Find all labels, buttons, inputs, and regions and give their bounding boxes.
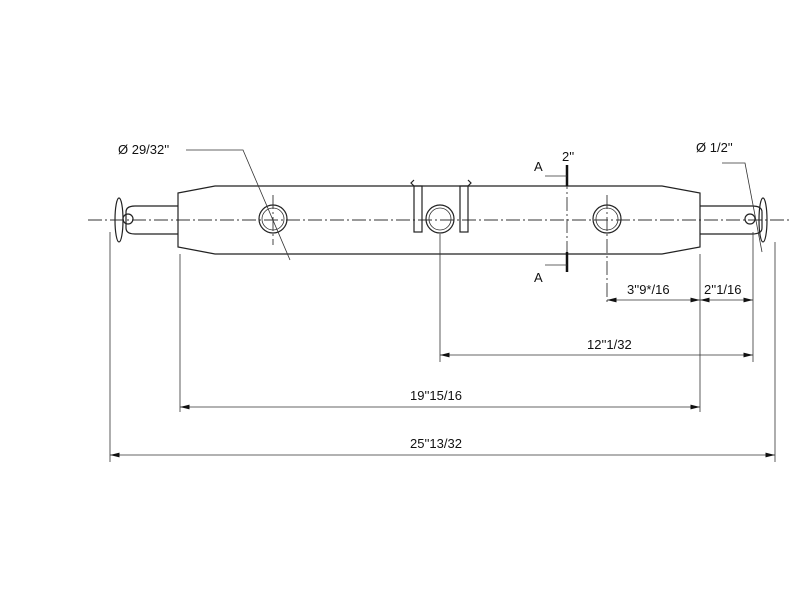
hole-center [425,204,455,234]
small-hole-diameter-label: Ø 1/2'' [696,140,733,155]
small-hole-leader [722,162,763,253]
hole-right [592,195,622,305]
dim-hole-to-end: 3''9*/16 [627,282,670,297]
extension-lines [109,232,776,462]
right-ball-pin [700,197,768,243]
left-ball-pin [114,197,178,243]
section-a-top-label: A [534,159,543,174]
clevis-plates [410,179,472,233]
dim-end-to-pin: 2''1/16 [704,282,742,297]
section-width-label: 2'' [562,149,574,164]
large-hole-diameter-label: Ø 29/32'' [118,142,169,157]
dim-overall-length: 25''13/32 [410,436,462,451]
large-hole-leader [186,149,291,261]
tube-body [177,185,701,255]
section-a-bottom-label: A [534,270,543,285]
dim-center-to-pin: 12''1/32 [587,337,632,352]
section-a-marker [545,165,569,272]
dim-body-length: 19''15/16 [410,388,462,403]
